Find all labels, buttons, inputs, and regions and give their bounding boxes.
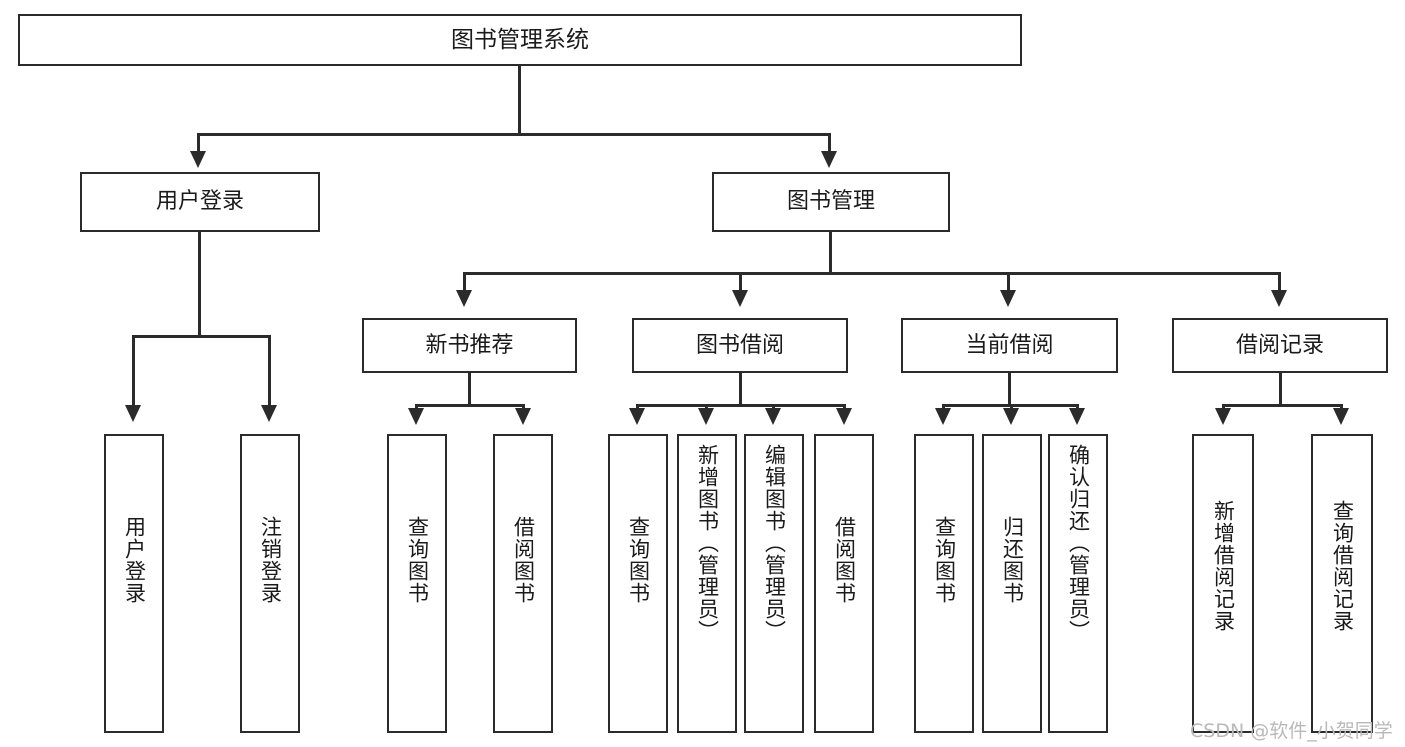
- node-borrow-record[interactable]: 借阅记录: [1172, 318, 1388, 373]
- arrow-book-borrow-to-leaf-1: [698, 408, 714, 425]
- connector-book-borrow-bus: [636, 404, 846, 407]
- node-user-login[interactable]: 用户登录: [80, 172, 320, 232]
- leaf-add-book-admin[interactable]: 新增图书（管理员）: [677, 434, 737, 733]
- leaf-query-book-current[interactable]: 查询图书: [914, 434, 974, 733]
- leaf-add-borrow-record[interactable]: 新增借阅记录: [1192, 434, 1254, 733]
- node-label: 新增借阅记录: [1211, 500, 1236, 632]
- connector-root-stem: [518, 66, 521, 134]
- leaf-query-book-borrow[interactable]: 查询图书: [608, 434, 668, 733]
- arrow-current-borrow-to-leaf-2: [1069, 408, 1085, 425]
- leaf-confirm-return-admin[interactable]: 确认归还（管理员）: [1048, 434, 1108, 733]
- arrow-current-borrow-to-leaf-0: [935, 408, 951, 425]
- connector-new-book-to-leaf-1: [522, 404, 525, 410]
- node-label: 查询图书: [405, 516, 430, 604]
- node-label: 注销登录: [258, 516, 283, 604]
- node-book-management[interactable]: 图书管理: [712, 172, 950, 232]
- connector-borrow-record-bus: [1222, 404, 1342, 407]
- arrow-new-book-to-leaf-0: [408, 408, 424, 425]
- connector-book-borrow-to-leaf-3: [843, 404, 846, 410]
- connector-root-to-book-manage: [828, 133, 831, 153]
- node-label: 查询图书: [626, 516, 651, 604]
- arrow-book-borrow-to-leaf-2: [765, 408, 781, 425]
- connector-new-book-bus: [415, 404, 525, 407]
- leaf-borrow-book-recommend[interactable]: 借阅图书: [493, 434, 553, 733]
- node-label: 用户登录: [122, 516, 147, 604]
- node-label: 当前借阅: [965, 332, 1054, 358]
- arrow-book-borrow-to-leaf-0: [629, 408, 645, 425]
- watermark-text: CSDN @软件_小贺同学: [1190, 720, 1393, 742]
- arrow-user-login-to-leaf-1: [261, 405, 277, 422]
- node-label: 新书推荐: [425, 332, 514, 358]
- arrow-book-manage-to-new-book: [456, 290, 472, 307]
- node-label: 图书管理系统: [451, 26, 589, 53]
- node-root-system[interactable]: 图书管理系统: [18, 14, 1022, 66]
- connector-current-borrow-stem: [1008, 373, 1011, 406]
- arrow-borrow-record-to-leaf-1: [1333, 408, 1349, 425]
- leaf-query-book-recommend[interactable]: 查询图书: [387, 434, 447, 733]
- connector-current-borrow-to-leaf-0: [942, 404, 945, 410]
- node-label: 查询借阅记录: [1330, 500, 1355, 632]
- leaf-edit-book-admin[interactable]: 编辑图书（管理员）: [744, 434, 804, 733]
- connector-book-manage-bus: [463, 272, 1281, 275]
- arrow-root-to-user-login: [190, 151, 206, 168]
- connector-book-manage-to-new-book: [463, 272, 466, 292]
- node-label: 归还图书: [1000, 516, 1025, 604]
- connector-new-book-to-leaf-0: [415, 404, 418, 410]
- arrow-user-login-to-leaf-0: [125, 405, 141, 422]
- arrow-new-book-to-leaf-1: [515, 408, 531, 425]
- connector-book-manage-to-current-borrow: [1007, 272, 1010, 292]
- node-label: 编辑图书（管理员）: [762, 444, 787, 642]
- connector-borrow-record-to-leaf-1: [1340, 404, 1343, 410]
- connector-book-manage-to-book-borrow: [739, 272, 742, 292]
- node-new-book-recommend[interactable]: 新书推荐: [362, 318, 577, 373]
- connector-book-borrow-to-leaf-1: [705, 404, 708, 410]
- leaf-return-book[interactable]: 归还图书: [982, 434, 1042, 733]
- connector-current-borrow-to-leaf-1: [1010, 404, 1013, 410]
- leaf-borrow-book[interactable]: 借阅图书: [814, 434, 874, 733]
- leaf-query-borrow-record[interactable]: 查询借阅记录: [1311, 434, 1373, 733]
- node-label: 图书管理: [786, 189, 875, 215]
- connector-borrow-record-to-leaf-0: [1222, 404, 1225, 410]
- leaf-logout[interactable]: 注销登录: [240, 434, 300, 733]
- connector-user-login-stem: [198, 232, 201, 336]
- connector-borrow-record-stem: [1279, 373, 1282, 406]
- connector-book-borrow-stem: [739, 373, 742, 406]
- node-label: 查询图书: [932, 516, 957, 604]
- connector-root-bus: [197, 133, 831, 136]
- connector-root-to-user-login: [197, 133, 200, 153]
- arrow-book-manage-to-current-borrow: [1000, 290, 1016, 307]
- leaf-user-login[interactable]: 用户登录: [104, 434, 164, 733]
- arrow-root-to-book-manage: [821, 151, 837, 168]
- node-label: 借阅图书: [832, 516, 857, 604]
- node-label: 图书借阅: [695, 332, 784, 358]
- node-current-borrow[interactable]: 当前借阅: [901, 318, 1118, 373]
- node-label: 确认归还（管理员）: [1066, 444, 1091, 642]
- arrow-book-borrow-to-leaf-3: [836, 408, 852, 425]
- node-label: 新增图书（管理员）: [695, 444, 720, 642]
- arrow-current-borrow-to-leaf-1: [1003, 408, 1019, 425]
- connector-book-borrow-to-leaf-2: [772, 404, 775, 410]
- connector-current-borrow-to-leaf-2: [1076, 404, 1079, 410]
- connector-new-book-stem: [468, 373, 471, 406]
- connector-user-login-bus: [132, 335, 270, 338]
- node-label: 借阅图书: [511, 516, 536, 604]
- arrow-borrow-record-to-leaf-0: [1215, 408, 1231, 425]
- arrow-book-manage-to-book-borrow: [732, 290, 748, 307]
- node-label: 借阅记录: [1235, 332, 1324, 358]
- connector-book-manage-to-borrow-record: [1278, 272, 1281, 292]
- arrow-book-manage-to-borrow-record: [1271, 290, 1287, 307]
- connector-book-borrow-to-leaf-0: [636, 404, 639, 410]
- connector-user-login-to-leaf-1: [268, 335, 271, 408]
- node-label: 用户登录: [155, 189, 244, 215]
- connector-book-manage-stem: [829, 232, 832, 274]
- connector-user-login-to-leaf-0: [132, 335, 135, 408]
- node-book-borrow[interactable]: 图书借阅: [632, 318, 848, 373]
